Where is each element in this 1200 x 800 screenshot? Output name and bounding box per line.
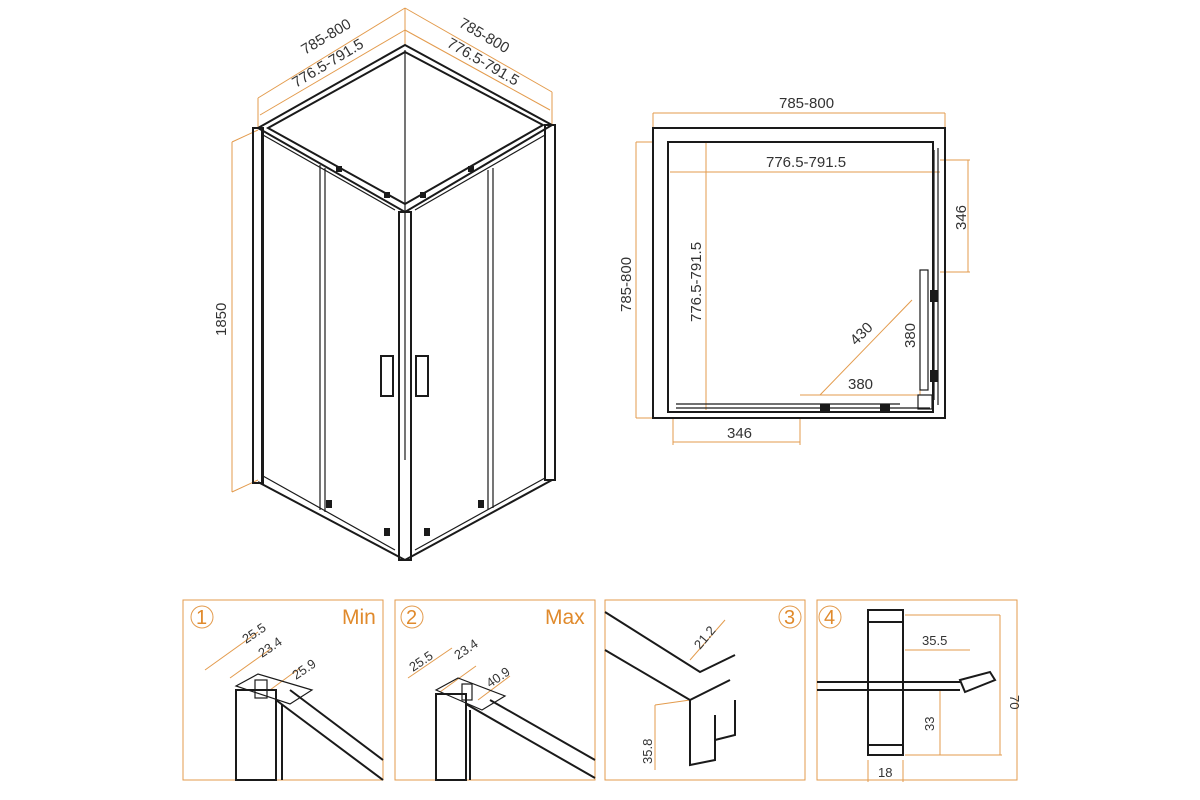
detail-3-d1: 21.2 [691,623,719,652]
detail-3-number: 3 [784,607,795,629]
detail-4-d3: 33 [922,717,937,731]
detail-4: 4 35.5 70 33 18 [817,605,1022,782]
detail-2-d3: 40.9 [483,664,512,691]
detail-3: 3 21.2 35.8 [604,605,802,770]
plan-right-door: 346 [953,205,970,230]
plan-left-inner: 776.5-791.5 [688,242,705,322]
plan-bottom-door: 346 [727,425,752,442]
detail-1-d3: 25.9 [289,656,318,683]
detail-2: 2 Max 25.5 23.4 40.9 [400,605,596,781]
detail-panel-2 [394,599,596,781]
detail-1: 1 Min 25.5 23.4 25.9 [190,605,384,781]
detail-2-d1: 25.5 [406,648,435,675]
detail-4-d1: 35.5 [922,633,947,648]
plan-diag: 430 [847,319,877,349]
plan-view: 785-800 776.5-791.5 346 785-800 776.5-79… [618,95,970,445]
plan-inner-width: 776.5-791.5 [766,154,846,171]
detail-2-number: 2 [406,607,417,629]
detail-4-d4: 18 [878,765,892,780]
detail-1-number: 1 [196,607,207,629]
iso-view: 785-800 776.5-791.5 785-800 776.5-791.5 … [213,7,556,561]
detail-panel-3 [604,599,806,781]
iso-height: 1850 [213,303,230,336]
detail-4-d2: 70 [1007,695,1022,709]
detail-3-d2: 35.8 [640,739,655,764]
detail-1-tag: Min [342,606,376,629]
plan-top-width: 785-800 [779,95,834,112]
detail-2-tag: Max [545,606,585,629]
detail-2-d2: 23.4 [451,636,480,663]
plan-left-outer: 785-800 [618,257,635,312]
plan-diag-h: 380 [848,376,873,393]
plan-diag-v: 380 [902,323,919,348]
detail-4-number: 4 [824,607,835,629]
